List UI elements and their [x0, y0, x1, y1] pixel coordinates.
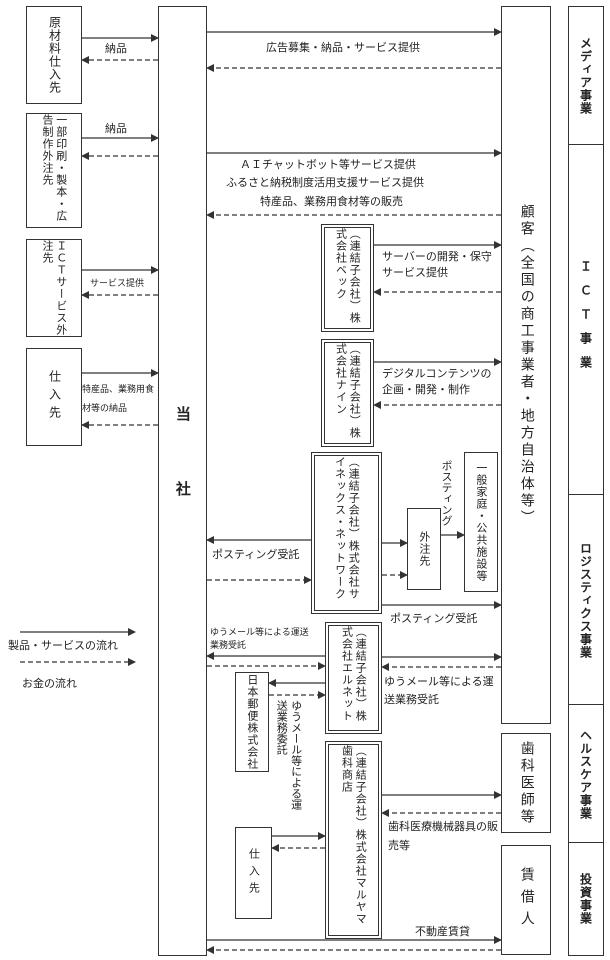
label-dental-sales: 歯科医療機械器具の販売等 — [388, 820, 498, 852]
segment-investment: 投資事業 — [568, 842, 604, 956]
label-bec-service: サーバーの開発・保守サービス提供 — [382, 250, 492, 279]
subsidiary-elnet: （連結子会社）株式会社エルネット — [325, 622, 382, 734]
label-yumail-entrusted: ゆうメール等による運送業務委託 — [275, 700, 303, 810]
label-ict-1: ＡＩチャットボット等サービス提供 — [240, 158, 416, 171]
label-posting-received: ポスティング受託 — [390, 612, 478, 625]
supplier-printing: 一部印刷・製本・広告制作外注先 — [26, 113, 82, 228]
supplier-raw-materials: 原材料仕入先 — [26, 6, 82, 104]
label-nine-service: デジタルコンテンツの企画・開発・制作 — [382, 367, 492, 396]
segment-logistics: ロジスティクス事業 — [568, 494, 604, 706]
label-ict-3: 特産品、業務用食材等の販売 — [260, 195, 403, 208]
label-print-delivery: 納品 — [105, 122, 127, 135]
supplier-ict: ＩＣＴサービス外注先 — [26, 239, 82, 337]
subsidiary-bec: （連結子会社）株式会社ベック — [321, 224, 374, 332]
subsidiary-maruyama: （連結子会社）株式会社マルヤマ歯科商店 — [325, 741, 382, 939]
subsidiary-nine: （連結子会社）株式会社ナイン — [321, 339, 374, 447]
segment-ict: ＩＣＴ事業 — [568, 144, 604, 496]
supplier-shiire: 仕入先 — [26, 348, 82, 446]
subsidiary-cynex: （連結子会社）株式会社サイネックス・ネットワーク — [311, 452, 382, 614]
label-goods-delivery: 特産品、業務用食材等の納品 — [82, 385, 155, 414]
label-ict-service: サービス提供 — [90, 279, 145, 289]
legend-product-flow: 製品・サービスの流れ — [8, 639, 118, 652]
dentists-box: 歯科医師等 — [501, 733, 551, 833]
outsource-box: 外注先 — [407, 508, 441, 590]
label-media: 広告募集・納品・サービス提供 — [266, 41, 420, 54]
label-real-estate: 不動産賃貸 — [415, 925, 470, 938]
segment-media: メディア事業 — [568, 6, 604, 146]
households-box: 一般家庭・公共施設等 — [464, 452, 498, 592]
shiire2-box: 仕入先 — [235, 827, 272, 919]
segment-healthcare: ヘルスケア事業 — [568, 704, 604, 844]
customer-box: 顧客（全国の商工事業者・地方自治体等） — [501, 6, 551, 724]
label-raw-delivery: 納品 — [105, 42, 127, 55]
japan-post-box: 日本郵便株式会社 — [235, 672, 269, 772]
label-yumail-transport: ゆうメール等による運送業務受託 — [384, 675, 494, 706]
company-box: 当社 — [158, 6, 207, 956]
label-posting-commission: ポスティング受託 — [212, 548, 300, 561]
label-posting: ポスティング — [439, 460, 453, 526]
label-yumail-received: ゆうメール等による運送業務受託 — [210, 628, 309, 652]
label-ict-2: ふるさと納税制度活用支援サービス提供 — [226, 176, 424, 189]
lessee-box: 賃借人 — [501, 845, 551, 955]
legend-money-flow: お金の流れ — [22, 677, 77, 690]
